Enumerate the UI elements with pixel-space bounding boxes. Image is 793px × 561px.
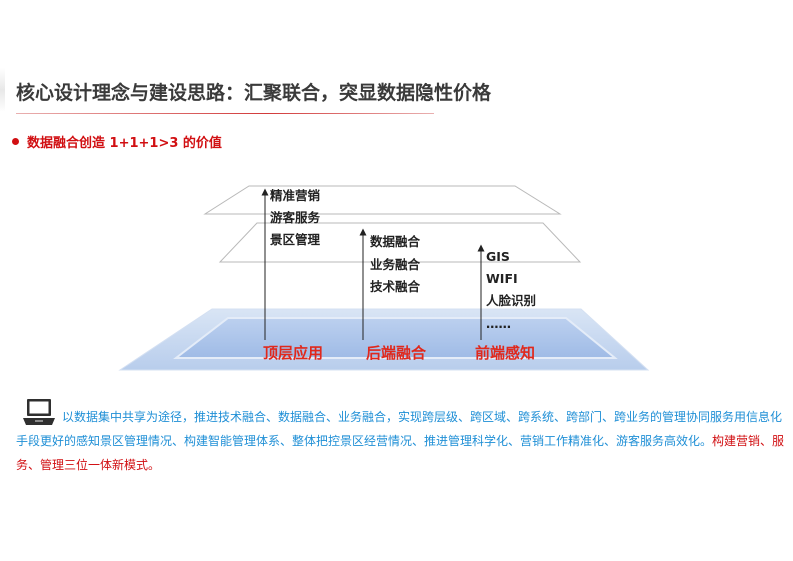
laptop-icon bbox=[23, 399, 55, 425]
slide-title: 核心设计理念与建设思路：汇聚联合，突显数据隐性价格 bbox=[16, 82, 492, 104]
base-plane-inner bbox=[173, 317, 618, 359]
middle-item-business-fusion: 业务融合 bbox=[370, 257, 421, 272]
middle-item-data-fusion: 数据融合 bbox=[370, 234, 421, 249]
base-label-backend-fusion: 后端融合 bbox=[366, 344, 427, 362]
top-plane bbox=[203, 185, 562, 215]
middle-plane bbox=[218, 222, 582, 263]
top-item-precision-marketing: 精准营销 bbox=[270, 188, 321, 203]
description-paragraph: 以数据集中共享为途径，推进技术融合、数据融合、业务融合，实现跨层级、跨区域、跨系… bbox=[16, 405, 792, 477]
bullet-dot-icon bbox=[12, 138, 19, 145]
right-item-ellipsis: …… bbox=[486, 316, 511, 331]
description-highlight: 构建营销、服务、管理三位一体新模式。 bbox=[16, 434, 785, 472]
middle-item-tech-fusion: 技术融合 bbox=[370, 279, 421, 294]
top-item-scenic-management: 景区管理 bbox=[270, 232, 321, 247]
slide-subtitle: 数据融合创造 1+1+1>3 的价值 bbox=[27, 136, 222, 151]
right-item-face-recognition: 人脸识别 bbox=[486, 293, 537, 308]
description-text: 以数据集中共享为途径，推进技术融合、数据融合、业务融合，实现跨层级、跨区域、跨系… bbox=[16, 410, 783, 448]
base-label-top-application: 顶层应用 bbox=[263, 344, 324, 362]
title-accent-bar bbox=[0, 68, 5, 112]
title-underline bbox=[16, 113, 434, 114]
right-item-wifi: WIFI bbox=[486, 271, 518, 286]
right-item-gis: GIS bbox=[486, 249, 510, 264]
top-item-visitor-service: 游客服务 bbox=[270, 210, 321, 225]
base-label-frontend-sensing: 前端感知 bbox=[475, 344, 536, 362]
